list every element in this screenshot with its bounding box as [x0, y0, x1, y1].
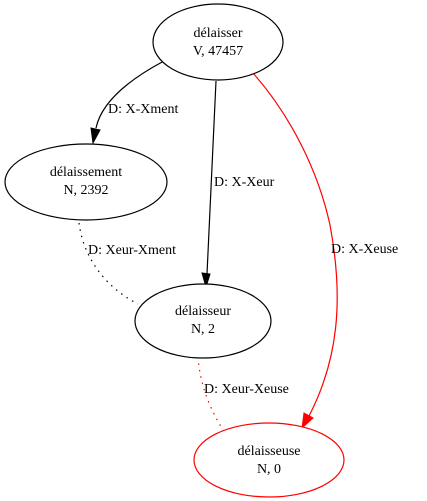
edge-x-xment: D: X-Xment	[90, 60, 178, 145]
node-ellipse	[152, 3, 284, 81]
edge-x-xeuse: D: X-Xeuse	[252, 72, 398, 430]
node-ellipse	[4, 143, 168, 221]
node-delaisseuse: délaisseuse N, 0	[193, 422, 345, 498]
node-delaisseur: délaisseur N, 2	[134, 283, 272, 359]
node-word: délaisseur	[175, 304, 231, 319]
edge-xeur-xeuse: D: Xeur-Xeuse	[197, 356, 289, 434]
arrowhead-icon	[90, 127, 101, 145]
edge-line	[95, 60, 165, 129]
edge-label: D: Xeur-Xment	[88, 243, 176, 258]
edge-x-xeur: D: X-Xeur	[201, 80, 275, 289]
edge-label: D: X-Xment	[108, 102, 178, 117]
arrowhead-icon	[201, 272, 211, 289]
node-word: délaissement	[50, 165, 122, 180]
node-delaisser: délaisser V, 47457	[152, 3, 284, 81]
node-word: délaisseuse	[238, 444, 301, 459]
node-word: délaisser	[194, 26, 243, 41]
node-info: N, 2392	[63, 183, 108, 198]
edge-label: D: X-Xeur	[214, 175, 275, 190]
node-ellipse	[193, 422, 345, 498]
edge-line	[78, 222, 139, 305]
arrowhead-icon	[301, 412, 314, 430]
node-info: N, 0	[257, 462, 281, 477]
node-delaissement: délaissement N, 2392	[4, 143, 168, 221]
edge-label: D: Xeur-Xeuse	[204, 382, 289, 397]
edge-label: D: X-Xeuse	[331, 242, 398, 257]
edge-line	[206, 80, 217, 275]
node-info: V, 47457	[193, 44, 243, 59]
edge-xeur-xment: D: Xeur-Xment	[78, 222, 176, 305]
node-info: N, 2	[191, 322, 215, 337]
edge-line	[252, 72, 338, 417]
node-ellipse	[134, 283, 272, 359]
